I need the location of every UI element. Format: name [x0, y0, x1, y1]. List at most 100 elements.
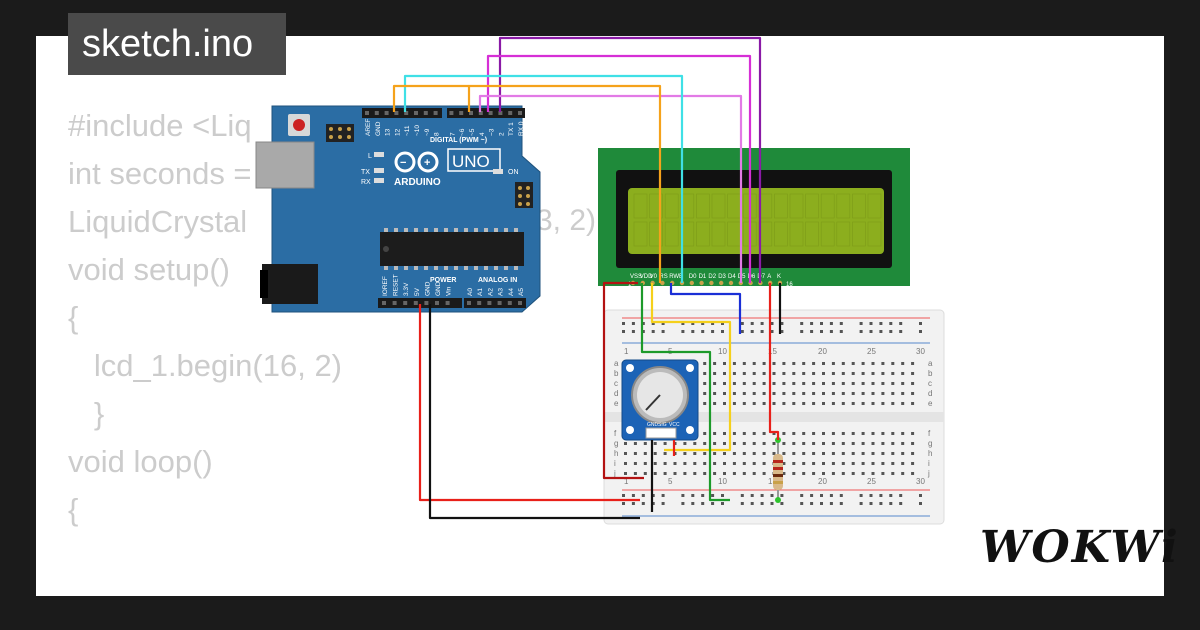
lcd-screen: [628, 188, 884, 254]
wire-cyan: [403, 74, 684, 283]
power-pin-label: Vin: [446, 286, 453, 296]
digital-pin-label: 12: [394, 128, 401, 136]
breadboard-column-label: 30: [916, 477, 925, 486]
power-pin-label: 3.3V: [403, 282, 410, 296]
svg-text:−: −: [400, 157, 406, 169]
breadboard-row-label: b: [614, 369, 619, 378]
l-led-label: L: [368, 153, 372, 160]
breadboard-row-label: e: [928, 399, 933, 408]
wire-black-gnd: [428, 304, 640, 520]
wire-blue: [669, 283, 742, 334]
code-line: void setup(): [68, 252, 230, 287]
potentiometer-knob-indicator: [645, 394, 661, 411]
digital-pin-label: GND: [375, 121, 382, 136]
breadboard-row-label: h: [928, 449, 932, 458]
sketch-preview-card: #include <Liq int seconds = LiquidCrystal v…: [36, 36, 1164, 596]
digital-pin-label: 2: [498, 132, 505, 136]
code-fragment: 3, 2): [536, 204, 596, 237]
wokwi-logo: WOKWi: [980, 522, 1180, 573]
lcd-pin: [689, 280, 694, 286]
wire-red-5v: [418, 304, 640, 502]
breadboard-row-label: b: [928, 369, 933, 378]
breadboard-column-label: 1: [624, 347, 629, 356]
analog-pin-label: A0: [467, 288, 474, 296]
breadboard-column-label: 15: [768, 477, 777, 486]
wire-red-lcd-a: [768, 283, 780, 440]
breadboard-row-label: c: [928, 379, 932, 388]
wire-violet: [478, 94, 743, 283]
breadboard-column-label: 1: [624, 477, 629, 486]
power-header: [378, 298, 462, 308]
wire-orange: [392, 84, 469, 112]
breadboard-row-label: i: [928, 459, 930, 468]
lcd-pin: [699, 280, 704, 286]
breadboard-column-label: 25: [867, 347, 876, 356]
lcd-pin-label-d2: D2: [708, 274, 716, 280]
lcd-pin-one: 1: [628, 282, 632, 288]
code-line: #include <Liq: [68, 108, 252, 143]
lcd-pin-count: 16: [786, 282, 793, 288]
digital-header-left: [362, 108, 442, 118]
power-pin-label: 5V: [414, 287, 421, 296]
code-line: int seconds =: [68, 156, 252, 191]
breadboard-row-label: e: [614, 399, 619, 408]
usb-port: [255, 141, 315, 189]
analog-pin-label: A1: [477, 288, 484, 296]
breadboard-row-label: j: [613, 469, 616, 478]
analog-pin-label: A3: [498, 288, 505, 296]
digital-header-right: [447, 108, 525, 118]
code-line: {: [68, 300, 79, 335]
arduino-model: UNO: [452, 152, 490, 171]
breadboard-row-label: c: [614, 379, 618, 388]
breadboard-row-label: a: [614, 359, 619, 368]
lcd-pin: [660, 280, 665, 286]
power-pin-label: GND: [424, 281, 431, 296]
wire-magenta: [486, 54, 752, 283]
code-line: }: [68, 396, 105, 431]
lcd-pin-label-rw: RW: [669, 274, 679, 280]
digital-pin-label: 13: [385, 128, 392, 136]
potentiometer-pin-label: VCC: [669, 422, 680, 428]
lcd-pin-label-d7: D7: [757, 274, 765, 280]
lcd-pin-label-k: K: [777, 274, 781, 280]
breadboard-row-label: g: [928, 439, 932, 448]
analog-label: ANALOG IN: [478, 277, 517, 284]
lcd-pin-label-a: A: [767, 274, 771, 280]
lcd-pin-label-d3: D3: [718, 274, 726, 280]
lcd-pin-label-d1: D1: [699, 274, 707, 280]
code-editor-background: #include <Liq int seconds = LiquidCrystal v…: [68, 102, 342, 534]
svg-text:+: +: [424, 157, 430, 169]
digital-label: DIGITAL (PWM ~): [430, 137, 487, 144]
breadboard-column-label: 15: [768, 347, 777, 356]
digital-pin-label: ~10: [414, 125, 421, 136]
analog-header: [464, 298, 526, 308]
digital-pin-label: RX 0: [518, 121, 525, 136]
breadboard-row-label: d: [928, 389, 932, 398]
lcd-pin: [709, 280, 714, 286]
analog-pin-label: A4: [508, 288, 515, 296]
digital-pin-label: ~3: [489, 128, 496, 136]
breadboard-row-label: a: [928, 359, 933, 368]
wire-orange-pin12: [467, 84, 662, 283]
digital-pin-label: 8: [434, 132, 441, 136]
breadboard-row-label: d: [614, 389, 618, 398]
digital-pin-label: 4: [479, 132, 486, 136]
code-line: {: [68, 492, 79, 527]
code-line: LiquidCrystal: [68, 204, 248, 239]
filename-tab[interactable]: sketch.ino: [68, 13, 286, 75]
rx-led-label: RX: [361, 179, 371, 186]
breadboard-row-label: j: [927, 469, 930, 478]
arduino-brand: ARDUINO: [394, 177, 441, 188]
lcd-pin-label-vdd: VDD: [640, 274, 653, 280]
potentiometer-pin-label: GND: [647, 422, 659, 428]
breadboard-row-label: f: [614, 429, 617, 438]
wire-red-pot: [602, 281, 644, 480]
digital-pin-label: ~11: [404, 125, 411, 136]
lcd-pin: [719, 280, 724, 286]
breadboard-column-label: 20: [818, 347, 827, 356]
lcd-pin-label-d6: D6: [748, 274, 756, 280]
wire-green: [640, 283, 730, 502]
breadboard-column-label: 10: [718, 477, 727, 486]
